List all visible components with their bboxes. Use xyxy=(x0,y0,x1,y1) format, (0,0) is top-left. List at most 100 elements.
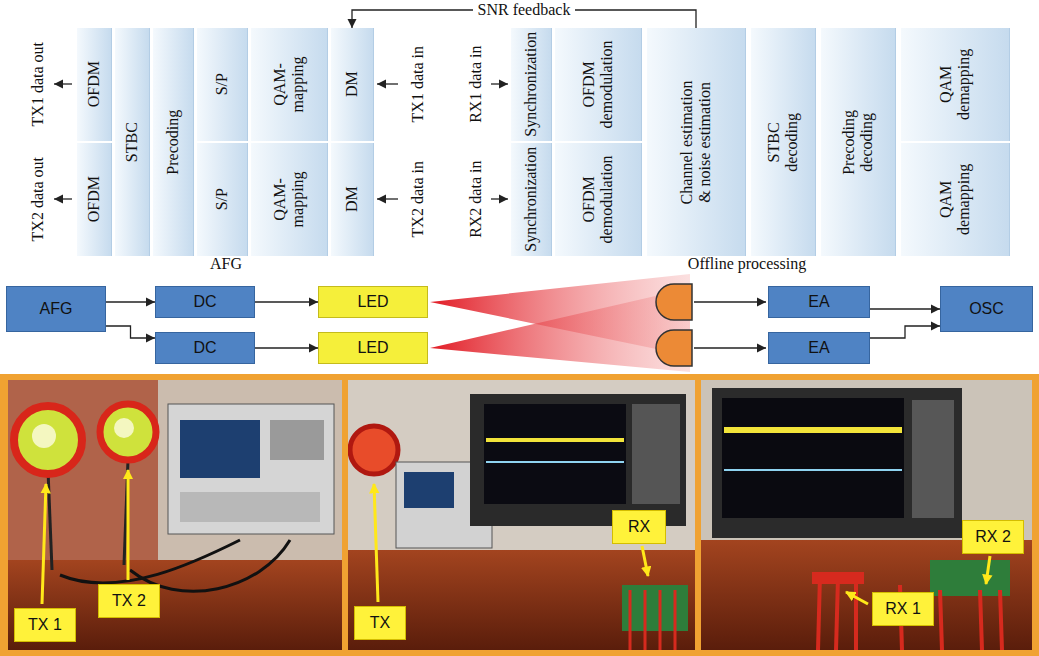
block-label: S/P xyxy=(213,188,231,210)
signal-label-wrap: TX2 data in xyxy=(400,143,436,256)
panel-title: AFG xyxy=(210,255,242,272)
connector xyxy=(870,326,940,338)
block-label: OFDM xyxy=(85,176,103,222)
process-block: STBC xyxy=(114,28,150,256)
signal-wire xyxy=(694,302,766,348)
photo-setup xyxy=(348,550,695,650)
device-box: OSC xyxy=(940,286,1033,332)
process-block: QAM- mapping xyxy=(250,28,328,141)
device-box: AFG xyxy=(6,286,106,332)
block-label: QAM- mapping xyxy=(271,168,308,232)
process-block: S/P xyxy=(196,143,248,256)
data-arrow xyxy=(491,83,508,84)
photo-transmitter xyxy=(14,406,82,474)
photo-frame xyxy=(0,374,1039,656)
device-box: EA xyxy=(768,286,870,318)
photo-receiver xyxy=(980,590,982,650)
photo-receiver xyxy=(940,590,942,650)
process-block: QAM demapping xyxy=(900,28,1010,141)
signal-label: RX2 data in xyxy=(468,161,486,238)
photo-transmitter xyxy=(60,540,240,583)
led-box: LED xyxy=(318,286,428,318)
leader-arrow xyxy=(986,556,990,584)
photo-setup xyxy=(630,590,675,650)
processing-panel: AFGOFDMOFDMSTBCPrecodingS/PS/PQAM- mappi… xyxy=(6,22,446,276)
photo-receiver xyxy=(701,540,1032,650)
box-label: EA xyxy=(808,338,829,357)
block-label: DM xyxy=(343,72,361,98)
process-block: Synchronization xyxy=(510,143,552,256)
photo-receiver xyxy=(724,469,902,471)
box-label: OSC xyxy=(969,299,1004,318)
photo-setup xyxy=(350,426,398,474)
leader-arrow xyxy=(846,592,868,604)
block-label: STBC decoding xyxy=(765,102,802,182)
photo-receiver xyxy=(712,388,962,538)
signal-label: RX1 data in xyxy=(468,46,486,123)
photo-receiver xyxy=(836,578,838,650)
photo-label-text: RX 1 xyxy=(885,599,921,618)
connector xyxy=(255,347,318,348)
photo-setup xyxy=(486,461,624,463)
photo-receiver xyxy=(818,575,820,650)
photo-frame xyxy=(0,374,1039,656)
signal-wire xyxy=(694,301,766,302)
process-block: OFDM xyxy=(76,143,112,256)
signal-label-wrap: RX2 data in xyxy=(462,143,492,256)
led-box: LED xyxy=(318,332,428,364)
leader-arrow xyxy=(374,484,378,602)
photo-transmitter xyxy=(168,404,334,534)
photo-setup xyxy=(348,380,695,650)
process-block: S/P xyxy=(196,28,248,141)
signal-label: TX1 data in xyxy=(409,46,427,122)
block-label: S/P xyxy=(213,73,231,95)
photo-receiver xyxy=(912,400,954,518)
photo-setup xyxy=(404,472,454,508)
photo-label-text: RX 2 xyxy=(975,527,1011,546)
photo-receiver xyxy=(818,575,1002,650)
block-label: STBC xyxy=(123,122,141,162)
photodiode xyxy=(656,284,692,320)
block-label: OFDM xyxy=(85,61,103,107)
leader-arrow xyxy=(127,470,130,580)
box-label: LED xyxy=(357,292,388,311)
photo-setup xyxy=(470,394,686,526)
edge-label: SNR feedback xyxy=(473,1,576,19)
photo-transmitter xyxy=(100,404,156,460)
photo-transmitter xyxy=(180,420,260,478)
process-block: OFDM demodulation xyxy=(554,28,642,141)
connector xyxy=(106,326,155,338)
process-block: DM xyxy=(330,143,374,256)
photo-receiver xyxy=(722,398,904,518)
signal-label-wrap: TX2 data out xyxy=(20,143,56,256)
data-arrow xyxy=(377,198,398,199)
photo-receiver xyxy=(701,380,1032,540)
photo-transmitter xyxy=(32,424,56,448)
connector xyxy=(106,301,155,302)
process-block: Precoding xyxy=(152,28,194,256)
process-block: OFDM xyxy=(76,28,112,141)
photodiode xyxy=(656,330,692,366)
photo-label: RX 1 xyxy=(872,592,934,626)
block-label: Channel estimation & noise estimation xyxy=(678,80,715,204)
photo-label: TX xyxy=(354,606,406,640)
device-box: EA xyxy=(768,332,870,364)
signal-label: TX1 data out xyxy=(29,42,47,126)
box-label: LED xyxy=(357,338,388,357)
block-label: OFDM demodulation xyxy=(580,35,617,135)
data-arrow xyxy=(54,198,72,199)
signal-wire xyxy=(694,347,766,348)
photo-setup xyxy=(632,404,680,504)
box-label: DC xyxy=(193,338,216,357)
photo-label-text: TX xyxy=(370,613,390,632)
photo-setup xyxy=(644,590,647,650)
photo-label: TX 1 xyxy=(14,608,76,642)
leader-arrow xyxy=(42,484,46,604)
photo-receiver xyxy=(701,380,1032,650)
signal-label-wrap: RX1 data in xyxy=(462,28,492,141)
processing-panel: Offline processingSynchronizationSynchro… xyxy=(460,22,1034,276)
data-arrow xyxy=(377,83,398,84)
signal-label-wrap: TX1 data out xyxy=(20,28,56,141)
block-label: Precoding xyxy=(164,110,182,175)
block-label: Synchronization xyxy=(522,32,540,137)
